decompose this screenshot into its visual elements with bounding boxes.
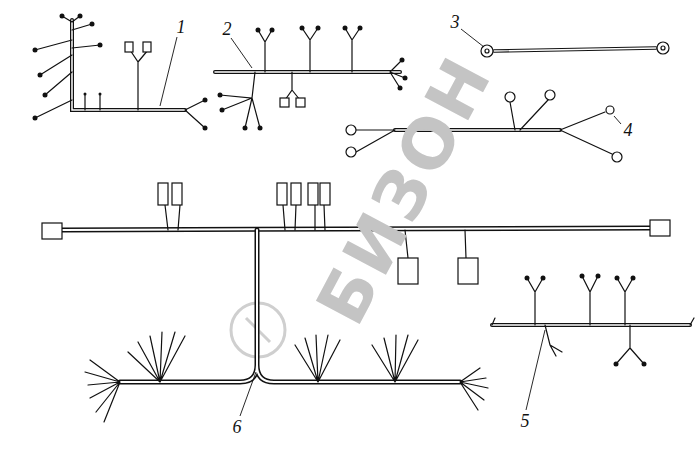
callout-number: 3 xyxy=(451,13,460,31)
terminal-ends xyxy=(33,14,647,367)
callout-number: 6 xyxy=(233,418,242,436)
watermark-text: БИЗОН xyxy=(306,45,503,335)
leader-lines xyxy=(160,29,621,416)
callout-number: 1 xyxy=(177,18,186,36)
callout-number: 2 xyxy=(223,20,232,38)
harness-wires xyxy=(35,16,694,422)
callout-number: 4 xyxy=(624,121,633,139)
callout-number: 5 xyxy=(521,412,530,430)
